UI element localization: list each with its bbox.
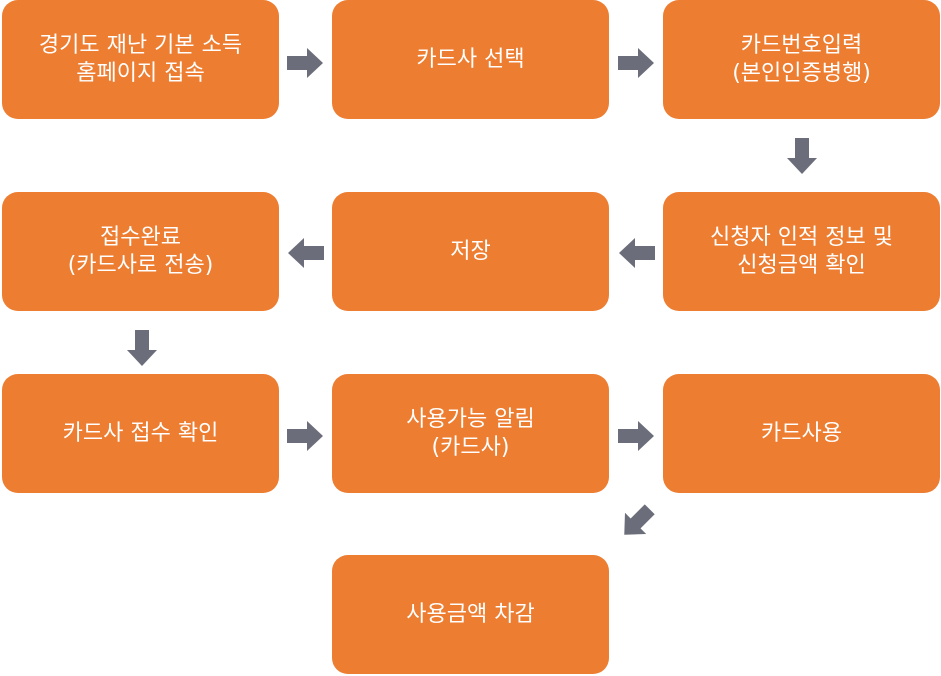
arrow-left-4-to-5: [619, 238, 655, 268]
step-8-availability-notice: 사용가능 알림 (카드사): [332, 374, 609, 493]
step-4-line-2: 신청금액 확인: [737, 252, 866, 278]
arrow-right-2-to-3: [618, 48, 654, 78]
step-4-applicant-info-check: 신청자 인적 정보 및 신청금액 확인: [663, 192, 940, 311]
step-9-card-use: 카드사용: [663, 374, 940, 493]
step-1-homepage-access: 경기도 재난 기본 소득 홈페이지 접속: [2, 0, 279, 119]
step-2-select-card-company: 카드사 선택: [332, 0, 609, 119]
arrow-diagonal-9-to-10: [624, 504, 655, 535]
step-5-save: 저장: [332, 192, 609, 311]
step-3-line-2: (본인인증병행): [732, 60, 871, 86]
step-2-line-1: 카드사 선택: [416, 46, 525, 72]
step-8-line-1: 사용가능 알림: [406, 406, 535, 432]
step-7-line-1: 카드사 접수 확인: [62, 420, 219, 446]
arrow-down-3-to-4: [787, 138, 817, 174]
arrow-right-1-to-2: [287, 48, 323, 78]
step-1-line-1: 경기도 재난 기본 소득: [38, 32, 243, 58]
step-9-line-1: 카드사용: [761, 420, 842, 446]
step-3-line-1: 카드번호입력: [740, 32, 863, 58]
step-3-card-number-input: 카드번호입력 (본인인증병행): [663, 0, 940, 119]
step-10-line-1: 사용금액 차감: [406, 601, 535, 627]
step-1-line-2: 홈페이지 접속: [76, 60, 205, 86]
step-8-line-2: (카드사): [431, 434, 510, 460]
step-5-line-1: 저장: [450, 238, 491, 264]
step-7-card-company-confirm: 카드사 접수 확인: [2, 374, 279, 493]
step-6-receipt-complete: 접수완료 (카드사로 전송): [2, 192, 279, 311]
step-6-line-1: 접수완료: [100, 224, 181, 250]
step-4-line-1: 신청자 인적 정보 및: [710, 224, 893, 250]
arrow-down-6-to-7: [127, 330, 157, 366]
arrow-right-8-to-9: [618, 421, 654, 451]
arrow-right-7-to-8: [287, 421, 323, 451]
step-10-amount-deduction: 사용금액 차감: [332, 555, 609, 674]
arrow-left-5-to-6: [288, 238, 324, 268]
step-6-line-2: (카드사로 전송): [67, 252, 214, 278]
